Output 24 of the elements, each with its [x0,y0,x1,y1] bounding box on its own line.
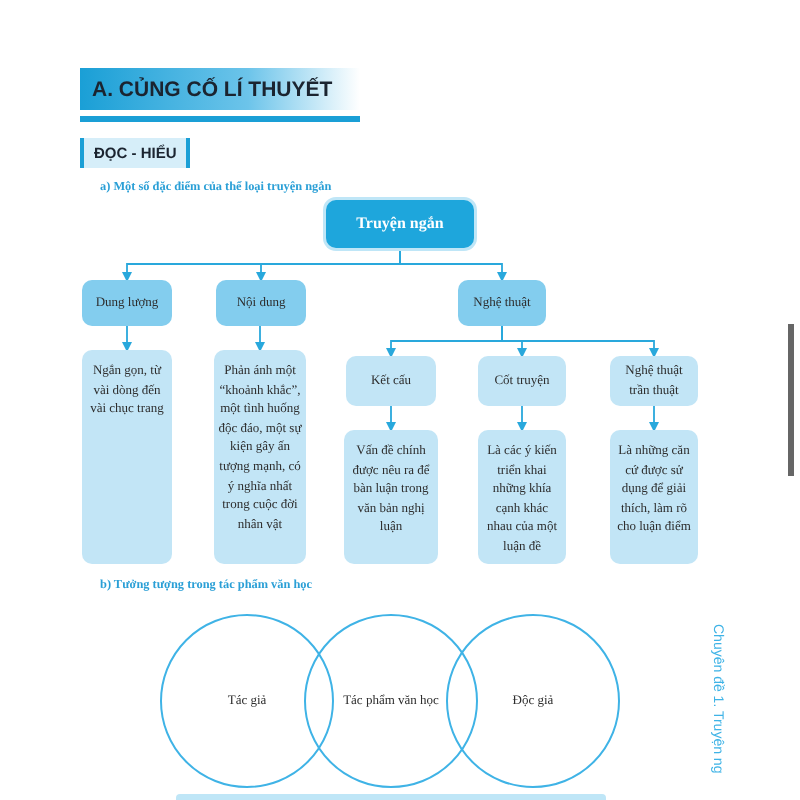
venn-circle [446,614,620,788]
arrow [517,405,527,432]
arrow [399,247,507,282]
arrow [122,325,132,352]
category-box [458,280,546,326]
category-box [82,280,172,326]
description-box [610,356,698,406]
description-box [478,356,566,406]
section-heading: A. CỦNG CỐ LÍ THUYẾT [80,68,360,116]
arrow [501,325,659,358]
description-box [344,430,438,564]
category-box [216,280,306,326]
root-box [326,200,474,248]
venn-circle [304,614,478,788]
description-box [346,356,436,406]
description-box [214,350,306,564]
arrow [255,325,265,352]
arrow [649,405,659,432]
venn-circle [160,614,334,788]
description-box [478,430,566,564]
arrow [386,405,396,432]
node-text: Truyện ngắn [356,216,444,232]
description-box [82,350,172,564]
description-box [610,430,698,564]
